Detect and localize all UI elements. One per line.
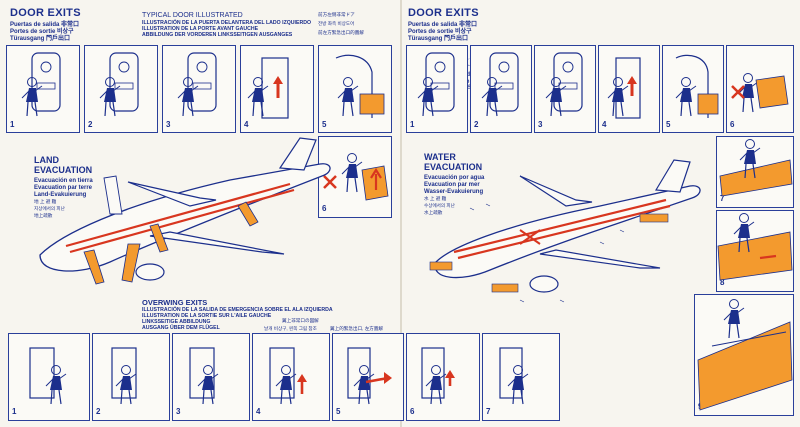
overwing-number-2: 2 [96,407,101,416]
overwing-number-7: 7 [486,407,491,416]
overwing-line-3: LINKSSEITIGE ABBILDUNG [142,319,211,325]
left-step-panel-3 [162,45,236,133]
land-line-5: 지상에서의 피난 [34,206,65,211]
water-line-1: Evacuación por agua [424,175,485,181]
right-step-number-8: 8 [720,278,725,287]
water-line-3: Wasser-Evakuierung [424,189,484,195]
water-line-6: 水上疏散 [424,210,443,215]
land-title-2: EVACUATION [34,165,93,175]
right-step-number-6: 6 [730,120,735,129]
left-step-number-1: 1 [10,120,15,129]
right-top-line-2: Portes de sortie 비상구 [408,29,472,35]
right-step-number-1: 1 [410,120,415,129]
overwing-line-1: ILLUSTRACIÓN DE LA SALIDA DE EMERGENCIA … [142,307,333,313]
card-fold [400,0,402,427]
left-step-number-4: 4 [244,120,249,129]
water-line-5: 수상에서의 피난 [424,203,455,208]
overwing-line-4: AUSGANG ÜBER DEM FLÜGEL [142,325,220,331]
water-aircraft-illustration [429,159,701,303]
land-title-1: LAND [34,155,59,165]
overwing-cjk-1: 翼上非常口の図解 [282,318,319,323]
right-top-line-3: Türausgang 門戶出口 [408,36,469,42]
water-line-4: 水 上 避 難 [424,196,447,201]
water-title-1: WATER [424,152,456,162]
water-line-2: Evacuation par mer [424,182,480,188]
overwing-number-3: 3 [176,407,181,416]
left-step-number-2: 2 [88,120,93,129]
typical-line-3: ABBILDUNG DER VORDEREN LINKSSEITIGEN AUS… [142,32,293,38]
overwing-cjk-3: 翼上的緊急出口, 左方圖解 [330,326,384,331]
typical-line-1: ILLUSTRACIÓN DE LA PUERTA DELANTERA DEL … [142,20,311,26]
right-step-number-4: 4 [602,120,607,129]
right-step-number-5: 5 [666,120,671,129]
overwing-number-4: 4 [256,407,261,416]
water-step-art [697,138,793,411]
right-step-number-3: 3 [538,120,543,129]
land-line-4: 地 上 避 難 [34,199,57,204]
land-line-3: Land-Evakuierung [34,192,87,198]
right-step-art [417,52,789,119]
overwing-title: OVERWING EXITS [142,298,208,307]
right-step-number-7: 7 [720,194,725,203]
left-header-line-2: Portes de sortie 비상구 [10,29,74,35]
left-title: DOOR EXITS [10,7,81,19]
overwing-number-1: 1 [12,407,17,416]
overwing-cjk-2: 날개 비상구, 왼쪽 그림 참조 [264,326,317,331]
left-header-line-1: Puertas de salida 非常口 [10,22,80,28]
typical-heading: TYPICAL DOOR ILLUSTRATED [142,12,243,19]
land-line-6: 地上疏散 [34,213,53,218]
right-step-panel-5 [662,45,724,133]
land-aircraft-illustration [39,137,331,285]
typical-cjk-3: 前左方緊急出口的圖解 [318,30,364,35]
left-step-number-3: 3 [166,120,171,129]
typical-cjk-1: 前方左側非常ドア [318,12,355,17]
left-step-art [21,52,389,201]
left-header-line-3: Türausgang 門戶出口 [10,36,71,42]
typical-line-2: ILLUSTRATION DE LA PORTE AVANT GAUCHE [142,26,259,32]
left-step-number-6: 6 [322,204,327,213]
overwing-number-6: 6 [410,407,415,416]
typical-cjk-2: 전방 좌측 비상도어 [318,21,355,26]
overwing-step-art [29,347,529,405]
right-top-line-1: Puertas de salida 非常口 [408,22,478,28]
right-step-number-2: 2 [474,120,479,129]
water-title-2: EVACUATION [424,162,483,172]
left-step-panel-5 [318,45,392,133]
overwing-number-5: 5 [336,407,341,416]
right-top-title: DOOR EXITS [408,7,479,19]
overwing-line-2: ILLUSTRATION DE LA SORTIE SUR L'AILE GAU… [142,313,272,319]
left-step-number-5: 5 [322,120,327,129]
land-line-2: Evacuation par terre [34,185,93,191]
land-line-1: Evacuación en tierra [34,178,93,184]
